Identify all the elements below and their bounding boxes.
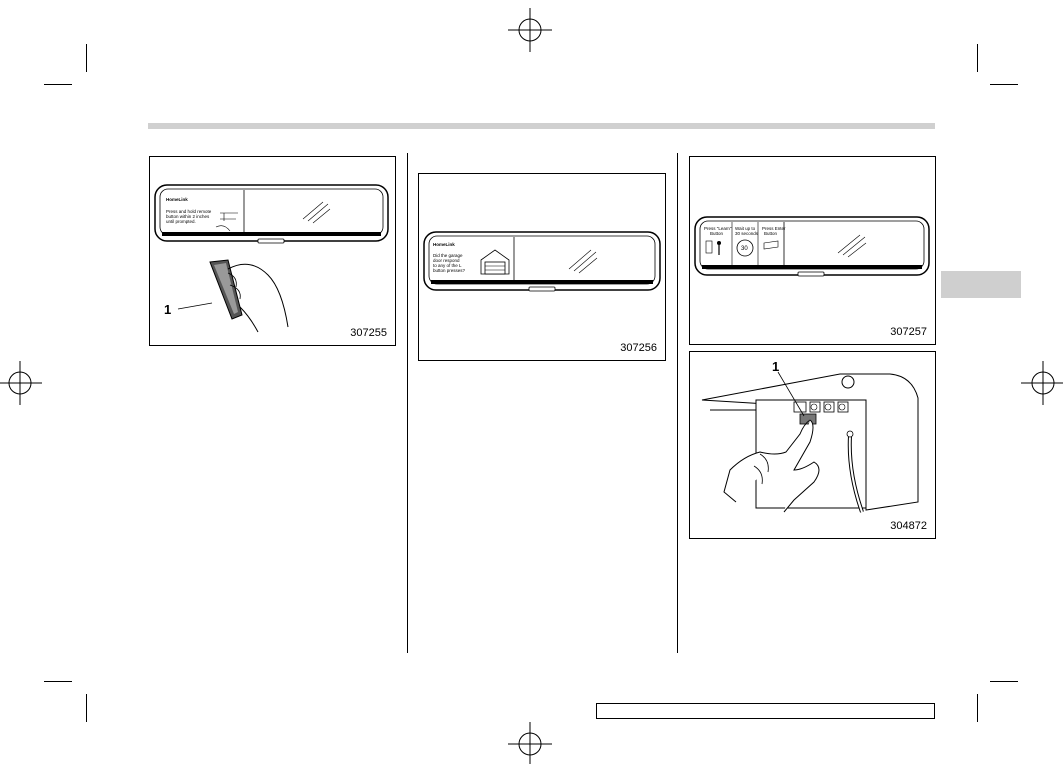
figure-number: 307257 — [890, 326, 927, 338]
figure-remote-button-training: HomeLink Press and hold remote button wi… — [149, 156, 396, 346]
crop-mark — [86, 44, 87, 72]
screen-text-line: Press "Learn" — [704, 226, 732, 231]
figure-opener-learn-button: 1 304872 — [689, 351, 936, 539]
svg-text:HomeLink: HomeLink — [433, 242, 455, 247]
screen-text-line: button within 2 inches — [166, 214, 210, 219]
callout-label: 1 — [164, 302, 171, 317]
screen-text-line: button presses? — [433, 268, 466, 273]
crop-mark — [990, 84, 1018, 85]
registration-mark-top — [508, 8, 552, 52]
screen-text-line: Press and hold remote — [166, 209, 212, 214]
header-bar — [148, 123, 935, 129]
screen-text-line: 30 seconds — [735, 231, 759, 236]
callout-label: 1 — [772, 359, 779, 374]
crop-mark — [977, 44, 978, 72]
screen-text-line: Button — [764, 231, 778, 236]
crop-mark — [86, 694, 87, 722]
screen-text-line: Press Enter — [762, 226, 786, 231]
screen-text-line: Button — [710, 231, 724, 236]
figure-number: 304872 — [890, 520, 927, 532]
registration-mark-right — [1021, 361, 1063, 405]
screen-text-line: door respond — [433, 258, 460, 263]
registration-mark-left — [0, 361, 42, 405]
countdown-value: 30 — [741, 246, 748, 252]
registration-mark-bottom — [508, 722, 552, 764]
figure-learn-button-prompt: Press "Learn" Button Wait up to 30 secon… — [689, 156, 936, 345]
crop-mark — [44, 681, 72, 682]
screen-text-line: Wait up to — [735, 226, 756, 231]
figure-garage-door-prompt: HomeLink Did the garage door respond to … — [418, 173, 666, 361]
footer-page-box — [596, 703, 935, 719]
figure-number: 307255 — [350, 327, 387, 339]
figure-number: 307256 — [620, 342, 657, 354]
screen-text-line: until prompted. — [166, 219, 196, 224]
crop-mark — [977, 694, 978, 722]
svg-text:HomeLink: HomeLink — [166, 197, 188, 202]
column-divider — [677, 153, 678, 653]
screen-text-line: to any of the L — [433, 263, 462, 268]
crop-mark — [44, 84, 72, 85]
section-thumb-tab — [941, 271, 1021, 298]
screen-text-line: Did the garage — [433, 253, 463, 258]
column-divider — [407, 153, 408, 653]
crop-mark — [990, 681, 1018, 682]
